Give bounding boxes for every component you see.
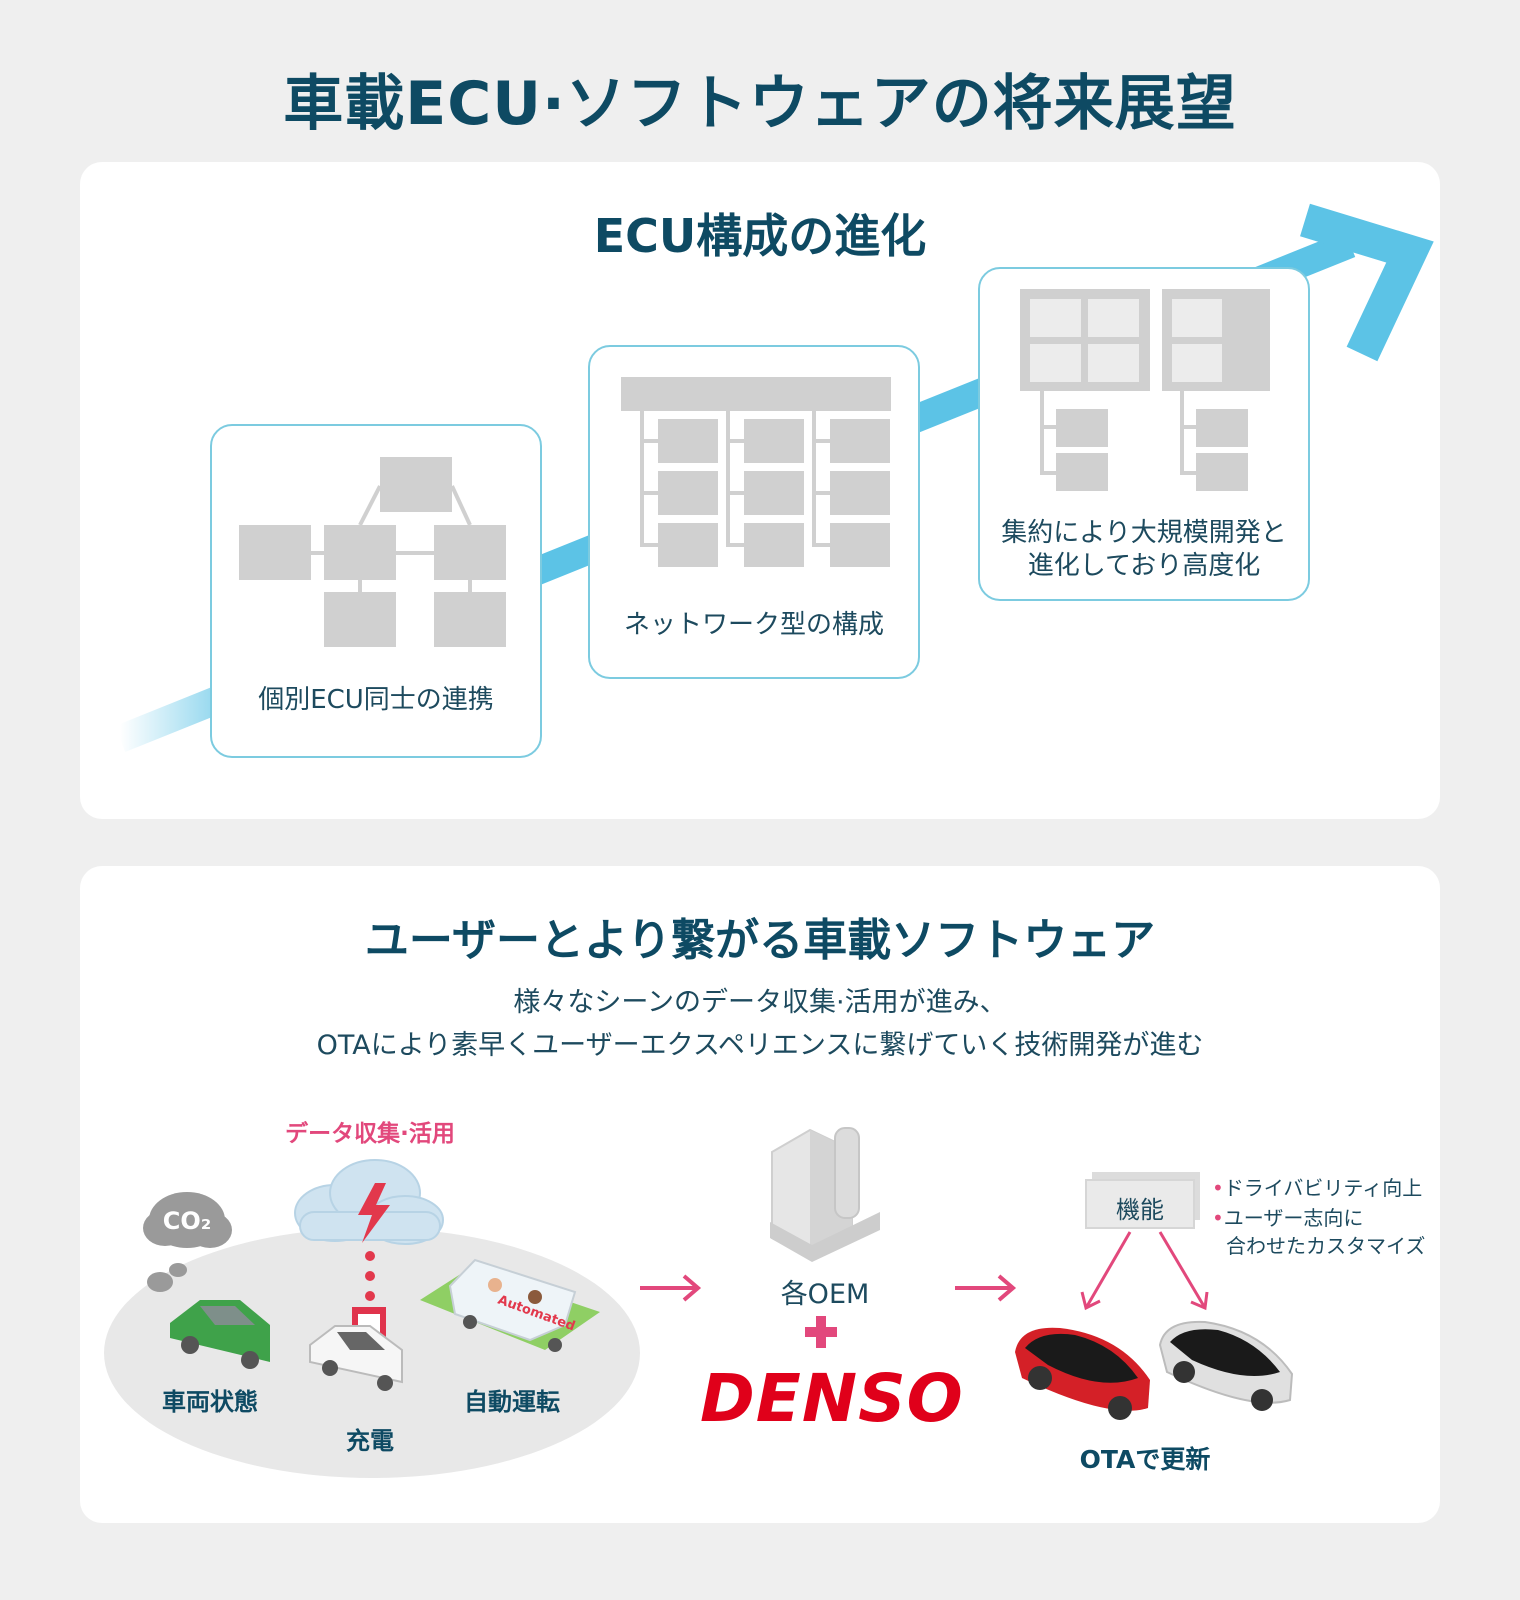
scene-label-vehicle-state: 車両状態 <box>162 1388 258 1416</box>
network-ecu-diagram <box>621 377 891 567</box>
stage-card-integrated: 集約により大規模開発と 進化しており高度化 <box>978 267 1310 601</box>
stage-label-network: ネットワーク型の構成 <box>623 610 884 640</box>
connected-software-panel: ユーザーとより繋がる車載ソフトウェア 様々なシーンのデータ収集·活用が進み、 O… <box>80 866 1440 1523</box>
co2-cloud-icon <box>143 1192 232 1292</box>
co2-label: CO₂ <box>163 1207 212 1235</box>
green-car-icon <box>170 1300 270 1369</box>
feature-bullet-1: •ドライバビリティ向上 <box>1212 1176 1423 1200</box>
ota-arrows <box>1080 1231 1209 1311</box>
stage-label-integrated-2: 進化しており高度化 <box>1027 551 1261 581</box>
stage-card-network: ネットワーク型の構成 <box>588 345 920 679</box>
integrated-ecu-diagram <box>1020 289 1270 491</box>
white-concept-car-icon <box>1158 1320 1294 1411</box>
denso-logo: DENSO <box>700 1360 964 1437</box>
feature-box <box>1085 1179 1195 1229</box>
scene-label-autonomous: 自動運転 <box>464 1388 560 1416</box>
ecu-evolution-panel: ECU構成の進化 <box>80 162 1440 819</box>
connected-heading: ユーザーとより繋がる車載ソフトウェア <box>364 915 1156 966</box>
feature-box-label: 機能 <box>1116 1196 1164 1224</box>
building-icon <box>770 1127 880 1262</box>
individual-ecu-diagram <box>239 457 506 647</box>
stage-label-individual: 個別ECU同士の連携 <box>258 685 494 715</box>
autonomous-vehicle-icon <box>420 1258 600 1352</box>
description-line-2: OTAにより素早くユーザーエクスペリエンスに繋げていく技術開発が進む <box>316 1030 1204 1061</box>
plus-icon <box>805 1316 837 1348</box>
scene-label-charging: 充電 <box>346 1427 394 1455</box>
evolution-heading: ECU構成の進化 <box>593 209 927 263</box>
white-car-icon <box>309 1325 403 1391</box>
stage-label-integrated-1: 集約により大規模開発と <box>1001 518 1287 548</box>
stage-card-individual: 個別ECU同士の連携 <box>210 424 542 758</box>
red-car-icon <box>1015 1327 1150 1420</box>
flow-arrows <box>640 1274 1017 1302</box>
data-collection-label: データ収集·活用 <box>285 1121 455 1147</box>
feature-bullet-2: •ユーザー志向に <box>1212 1206 1364 1230</box>
signal-dots <box>365 1251 375 1301</box>
cloud-icon <box>294 1159 444 1245</box>
feature-bullet-2-cont: 合わせたカスタマイズ <box>1226 1234 1426 1258</box>
oem-label: 各OEM <box>780 1279 870 1310</box>
lightning-icon <box>358 1183 390 1243</box>
description-line-1: 様々なシーンのデータ収集·活用が進み、 <box>513 987 1007 1018</box>
ota-update-label: OTAで更新 <box>1079 1445 1211 1474</box>
page-title: 車載ECU·ソフトウェアの将来展望 <box>283 69 1237 139</box>
